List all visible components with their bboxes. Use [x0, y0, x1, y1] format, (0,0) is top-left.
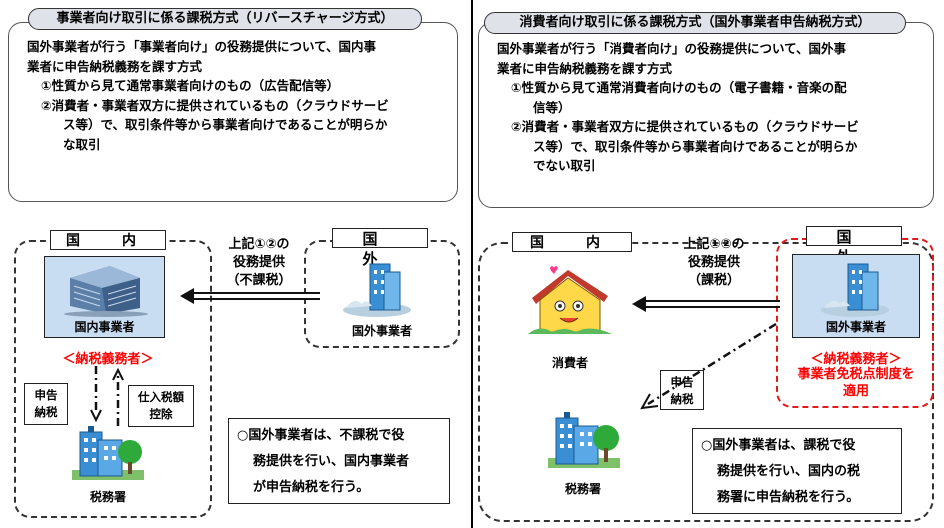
input-tax-credit-box: 仕入税額 控除	[128, 385, 194, 427]
right-foreign-label: 国 外	[806, 226, 902, 266]
right-title: 消費者向け取引に係る課税方式（国外事業者申告納税方式）	[484, 12, 906, 34]
left-service-arrow	[180, 288, 320, 304]
domestic-building-icon	[64, 266, 148, 317]
left-obligor-label: ＜納税義務者＞	[62, 352, 154, 367]
right-desc-line1: 国外事業者が行う「消費者向け」の役務提供について、国外事	[497, 41, 847, 56]
right-service-arrow	[632, 296, 780, 312]
consumer-house-icon	[528, 266, 612, 334]
input-tax-line1: 仕入税額	[138, 390, 184, 404]
left-arrow-text-line2: 役務提供	[232, 255, 285, 270]
right-foreign-building-icon	[821, 263, 889, 317]
left-arrow-text: 上記①②の 役務提供 （不課税）	[214, 236, 304, 290]
left-desc-item2b: ス等）で、取引条件等から事業者向けであることが明らか	[63, 117, 388, 132]
right-foreign-business-caption: 国外事業者	[825, 320, 886, 334]
right-desc-item1b: 信等）	[533, 99, 571, 115]
domestic-business-caption: 国内事業者	[74, 320, 135, 334]
exemption-line1: 事業者免税点制度を	[797, 367, 915, 382]
left-tax-return-line1: 申告	[34, 388, 58, 402]
left-desc-line2: 業者に申告納税義務を課す方式	[27, 58, 203, 74]
center-divider	[471, 0, 473, 528]
right-desc-item2b: ス等）で、取引条件等から事業者向けであることが明らか	[533, 138, 858, 154]
left-note-line1: ○国外事業者は、不課税で役	[237, 428, 405, 443]
left-note-line3: が申告納税を行う。	[253, 480, 370, 495]
right-arrow-text: 上記①②の 役務提供 （課税）	[666, 236, 762, 290]
left-arrow-text-line1: 上記①②の	[228, 237, 290, 252]
right-arrow-text-line1: 上記①②の	[683, 237, 745, 252]
left-foreign-business-caption: 国外事業者	[351, 324, 412, 338]
right-tax-return-arrow	[640, 322, 777, 410]
left-arrow-text-line3: （不課税）	[226, 273, 292, 288]
left-tax-return-arrow	[90, 366, 102, 423]
right-arrow-text-line3: （課税）	[687, 273, 740, 288]
right-desc-item2a: ②消費者・事業者双方に提供されているもの（クラウドサービ	[511, 119, 859, 134]
consumer-caption: 消費者	[551, 356, 588, 370]
right-tax-office-icon	[548, 412, 620, 468]
input-tax-arrow	[112, 367, 124, 426]
left-tax-office-icon	[72, 426, 144, 480]
right-note-line2: 務提供を行い、国内の税	[717, 464, 861, 479]
right-tax-return-line2: 納税	[670, 392, 694, 406]
left-description-box: 国外事業者が行う「事業者向け」の役務提供について、国内事 業者に申告納税義務を課…	[8, 22, 458, 202]
left-note-line2: 務提供を行い、国内事業者	[253, 454, 410, 469]
right-desc-line2: 業者に申告納税義務を課す方式	[497, 60, 673, 76]
right-tax-office-caption: 税務署	[564, 482, 601, 496]
left-desc-item2a: ②消費者・事業者双方に提供されているもの（クラウドサービ	[41, 97, 389, 113]
right-note-line3: 務署に申告納税を行う。	[717, 490, 860, 505]
right-arrow-text-line2: 役務提供	[687, 255, 740, 270]
left-desc-item1: ①性質から見て通常事業者向けのもの（広告配信等）	[41, 78, 340, 93]
input-tax-line2: 控除	[149, 407, 173, 421]
right-description-box: 国外事業者が行う「消費者向け」の役務提供について、国外事 業者に申告納税義務を課…	[478, 22, 934, 208]
left-foreign-label: 国 外	[332, 228, 428, 268]
left-desc-item2c: な取引	[63, 136, 101, 152]
right-desc-item2c: でない取引	[533, 158, 596, 173]
left-title: 事業者向け取引に係る課税方式（リバースチャージ方式）	[28, 8, 422, 30]
right-domestic-label: 国 内	[512, 232, 632, 252]
left-desc-line1: 国外事業者が行う「事業者向け」の役務提供について、国内事	[27, 39, 377, 54]
right-obligor-label: ＜納税義務者＞	[810, 352, 902, 367]
exemption-line2: 適用	[842, 384, 869, 399]
left-tax-return-line2: 納税	[34, 405, 58, 419]
exemption-note: 事業者免税点制度を 適用	[778, 366, 934, 400]
right-desc-item1a: ①性質から見て通常消費者向けのもの（電子書籍・音楽の配	[511, 80, 847, 95]
right-note-box: ○国外事業者は、課税で役 務提供を行い、国内の税 務署に申告納税を行う。	[692, 428, 902, 514]
left-domestic-label: 国 内	[50, 230, 166, 250]
left-tax-return-box: 申告 納税	[24, 383, 68, 425]
right-note-line1: ○国外事業者は、課税で役	[701, 438, 856, 453]
left-tax-office-caption: 税務署	[89, 490, 126, 504]
left-foreign-building-icon	[343, 263, 411, 317]
left-note-box: ○国外事業者は、不課税で役 務提供を行い、国内事業者 が申告納税を行う。	[228, 418, 450, 504]
